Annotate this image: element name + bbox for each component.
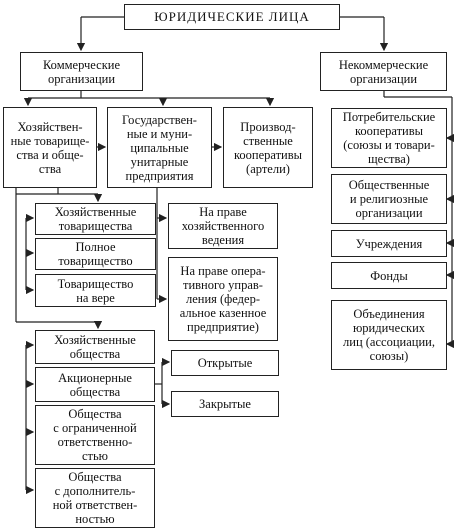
noncommercial-item-institutions: Учреждения — [331, 230, 447, 257]
noncommercial-box: Некоммерческие организации — [320, 52, 447, 91]
company-type-economic: Хозяйственные общества — [35, 330, 155, 364]
noncommercial-item-funds: Фонды — [331, 262, 447, 289]
jsc-type-label: Открытые — [197, 356, 253, 370]
company-type-label: Общества с ограниченной ответственно- ст… — [53, 407, 137, 463]
unitary-type-label: На праве опера- тивного управ- ления (фе… — [179, 264, 267, 334]
root-label: ЮРИДИЧЕСКИЕ ЛИЦА — [154, 9, 310, 24]
coops-box: Производ- ственные кооперативы (артели) — [223, 107, 313, 188]
commercial-box: Коммерческие организации — [20, 52, 143, 91]
unitary-label: Государствен- ные и муни- ципальные унит… — [122, 112, 197, 183]
root-box: ЮРИДИЧЕСКИЕ ЛИЦА — [124, 4, 340, 30]
noncommercial-item-label: Общественные и религиозные организации — [348, 178, 430, 220]
partnership-type-limited: Товарищество на вере — [35, 274, 156, 307]
jsc-type-open: Открытые — [171, 350, 279, 376]
jsc-type-label: Закрытые — [199, 397, 251, 411]
unitary-type-economic: На праве хозяйственного ведения — [168, 203, 278, 249]
partnerships-label: Хозяйствен- ные товарище- ства и обще- с… — [10, 119, 90, 176]
coops-label: Производ- ственные кооперативы (артели) — [233, 119, 303, 176]
noncommercial-label: Некоммерческие организации — [338, 57, 429, 86]
jsc-type-closed: Закрытые — [171, 391, 279, 417]
noncommercial-item-label: Объединения юридических лиц (ассоциации,… — [343, 307, 435, 363]
noncommercial-item-label: Фонды — [370, 268, 408, 283]
partnership-type-full: Полное товарищество — [35, 238, 156, 270]
unitary-box: Государствен- ные и муни- ципальные унит… — [107, 107, 212, 188]
company-type-jsc: Акционерные общества — [35, 367, 155, 402]
partnerships-box: Хозяйствен- ные товарище- ства и обще- с… — [3, 107, 97, 188]
noncommercial-item-consumer-coops: Потребительские кооперативы (союзы и тов… — [331, 108, 447, 168]
partnership-type-label: Полное товарищество — [58, 240, 133, 268]
partnership-type-general: Хозяйственные товарищества — [35, 203, 156, 235]
unitary-type-operative: На праве опера- тивного управ- ления (фе… — [168, 257, 278, 341]
noncommercial-item-label: Учреждения — [355, 236, 423, 251]
company-type-alc: Общества с дополнитель- ной ответствен- … — [35, 468, 155, 528]
noncommercial-item-label: Потребительские кооперативы (союзы и тов… — [342, 110, 436, 166]
company-type-label: Общества с дополнитель- ной ответствен- … — [52, 470, 138, 526]
partnership-type-label: Товарищество на вере — [57, 276, 134, 305]
commercial-label: Коммерческие организации — [42, 57, 121, 86]
partnership-type-label: Хозяйственные товарищества — [54, 205, 137, 233]
noncommercial-item-public-religious: Общественные и религиозные организации — [331, 174, 447, 224]
company-type-label: Хозяйственные общества — [54, 333, 136, 361]
company-type-llc: Общества с ограниченной ответственно- ст… — [35, 405, 155, 465]
noncommercial-item-associations: Объединения юридических лиц (ассоциации,… — [331, 300, 447, 370]
unitary-type-label: На праве хозяйственного ведения — [181, 205, 265, 247]
company-type-label: Акционерные общества — [58, 370, 132, 399]
